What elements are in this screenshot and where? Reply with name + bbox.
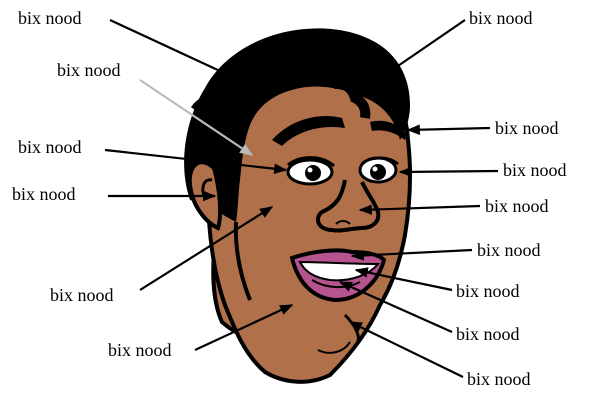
label-temple: bix nood	[18, 137, 82, 157]
label-neck: bix nood	[108, 340, 172, 360]
label-hair-top-right: bix nood	[469, 8, 533, 28]
label-eyebrow: bix nood	[495, 118, 559, 138]
arrow-neck	[194, 304, 294, 351]
arrow-nose	[358, 204, 481, 215]
arrow-cheek	[139, 206, 274, 291]
label-lip: bix nood	[477, 240, 541, 260]
arrow-temple	[104, 148, 288, 174]
arrow-teeth	[354, 267, 453, 292]
right-eyebrow	[370, 120, 408, 140]
label-nose: bix nood	[485, 196, 549, 216]
arrow-hair-top-right	[358, 19, 466, 93]
label-eye: bix nood	[503, 160, 567, 180]
label-teeth: bix nood	[456, 281, 520, 301]
arrow-eye	[398, 166, 499, 178]
hair-bumps	[190, 69, 371, 119]
right-pupil	[370, 164, 386, 180]
left-eyebrow	[272, 116, 345, 146]
label-ear: bix nood	[12, 184, 76, 204]
label-mouth: bix nood	[456, 324, 520, 344]
left-pupil	[305, 165, 321, 181]
label-cheek: bix nood	[50, 285, 114, 305]
arrow-eyebrow	[406, 124, 491, 135]
arrow-head	[139, 79, 254, 156]
label-hair-top-left: bix nood	[18, 8, 82, 28]
hair	[184, 28, 410, 222]
arrow-hair-top-left	[109, 19, 237, 79]
arrow-mouth	[338, 280, 453, 334]
label-chin: bix nood	[467, 369, 531, 389]
label-head: bix nood	[57, 60, 121, 80]
arrow-chin	[348, 321, 464, 378]
arrow-lip	[350, 248, 473, 261]
